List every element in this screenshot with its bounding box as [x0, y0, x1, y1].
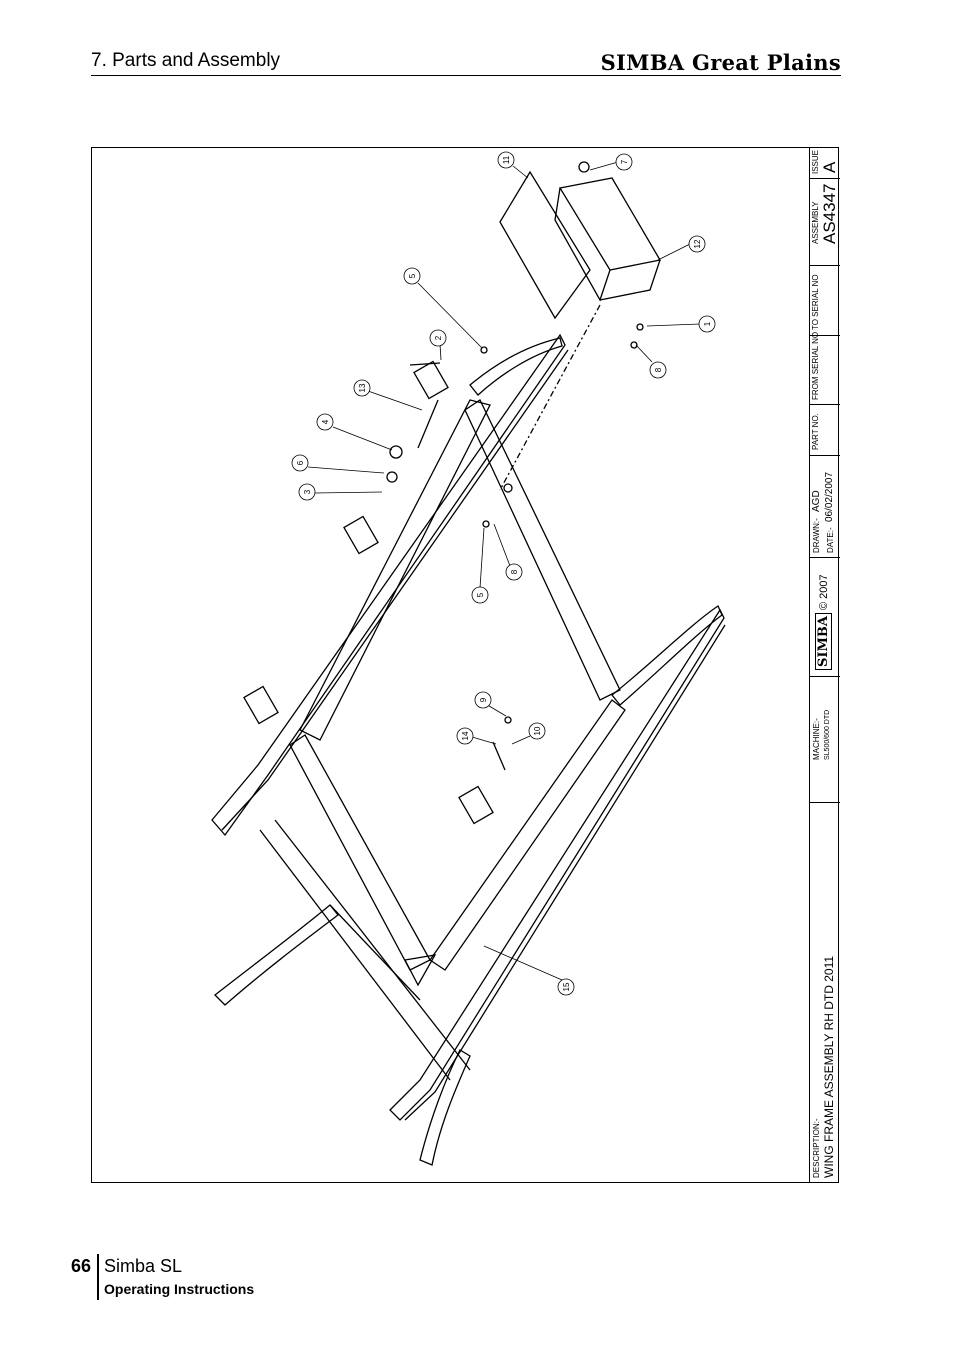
page-number: 66	[71, 1256, 92, 1276]
stay-arm-right	[611, 605, 723, 706]
svg-text:2: 2	[434, 335, 443, 340]
callout-5: 5	[403, 267, 421, 285]
title-block: ISSUE A ASSEMBLY AS4347 TO SERIAL NO FRO…	[809, 148, 840, 1182]
svg-text:5: 5	[476, 592, 485, 597]
drawn-label: DRAWN:-	[812, 518, 821, 553]
frame-near-rail	[299, 399, 491, 741]
svg-text:12: 12	[693, 239, 702, 248]
frame-far-rail	[464, 399, 621, 701]
box-lid	[499, 170, 591, 320]
drawing-frame	[91, 147, 839, 1183]
header-divider	[91, 75, 841, 76]
from-serial-label: FROM SERIAL NO	[811, 331, 820, 400]
svg-text:10: 10	[533, 726, 542, 735]
brand-logo: SIMBA Great Plains	[600, 50, 841, 75]
footer-divider	[97, 1254, 99, 1300]
issue-label: ISSUE	[811, 149, 820, 174]
svg-text:9: 9	[479, 697, 488, 702]
callout-14: 14	[456, 727, 474, 745]
assembly-number: AS4347	[820, 183, 839, 245]
manual-title: Simba SL	[104, 1256, 183, 1276]
drawing-date: 06/02/2007	[824, 471, 835, 522]
frame-diagonal-rail	[429, 699, 626, 971]
manual-subtitle: Operating Instructions	[104, 1281, 255, 1297]
drawn-by: AGD	[811, 490, 822, 512]
callout-9: 9	[474, 691, 492, 709]
callout-7: 7	[615, 153, 633, 171]
date-label: DATE:-	[826, 527, 835, 553]
machine-label: MACHINE:-	[812, 718, 821, 760]
svg-text:8: 8	[654, 367, 663, 372]
callout-8b: 8	[505, 563, 523, 581]
stay-arm-bottom	[419, 1049, 471, 1166]
exploded-parts-drawing: 11 7 12 5 2 13 4 6 3 1 8 8 5 9 14 10 15	[211, 151, 726, 1166]
callout-11: 11	[497, 151, 515, 169]
machine-model: SL500/600 DTD	[824, 709, 831, 760]
callout-13: 13	[353, 379, 371, 397]
callout-12: 12	[688, 235, 706, 253]
svg-text:3: 3	[303, 489, 312, 494]
callout-6: 6	[291, 454, 309, 472]
callout-2: 2	[429, 329, 447, 347]
drawing-description: WING FRAME ASSEMBLY RH DTD 2011	[822, 955, 836, 1178]
callout-5b: 5	[471, 586, 489, 604]
callout-10: 10	[528, 722, 546, 740]
svg-text:14: 14	[461, 731, 470, 740]
svg-text:1: 1	[703, 321, 712, 326]
simba-logo: SIMBA	[815, 613, 832, 670]
part-no-label: PART NO.	[811, 413, 820, 450]
assembly-label: ASSEMBLY	[811, 201, 820, 244]
left-long-beam	[211, 333, 566, 837]
callout-3: 3	[298, 483, 316, 501]
part-callouts: 11 7 12 5 2 13 4 6 3 1 8 8 5 9 14 10 15	[291, 151, 716, 996]
right-long-beam	[389, 608, 725, 1121]
to-serial-label: TO SERIAL NO	[811, 274, 820, 330]
svg-text:7: 7	[620, 159, 629, 164]
svg-text:15: 15	[562, 982, 571, 991]
callout-15: 15	[557, 978, 575, 996]
section-heading: 7. Parts and Assembly	[91, 50, 281, 71]
svg-text:6: 6	[296, 460, 305, 465]
svg-text:11: 11	[502, 155, 511, 164]
description-label: DESCRIPTION:-	[812, 1118, 821, 1178]
callout-8: 8	[649, 361, 667, 379]
issue-value: A	[820, 161, 839, 173]
svg-text:13: 13	[358, 383, 367, 392]
svg-text:5: 5	[408, 273, 417, 278]
copyright-notice: © 2007	[818, 574, 830, 610]
svg-text:8: 8	[510, 569, 519, 574]
callout-1: 1	[698, 315, 716, 333]
stay-arm-top	[469, 337, 563, 396]
callout-4: 4	[316, 413, 334, 431]
svg-text:4: 4	[321, 419, 330, 424]
stay-arm-left	[214, 904, 339, 1006]
